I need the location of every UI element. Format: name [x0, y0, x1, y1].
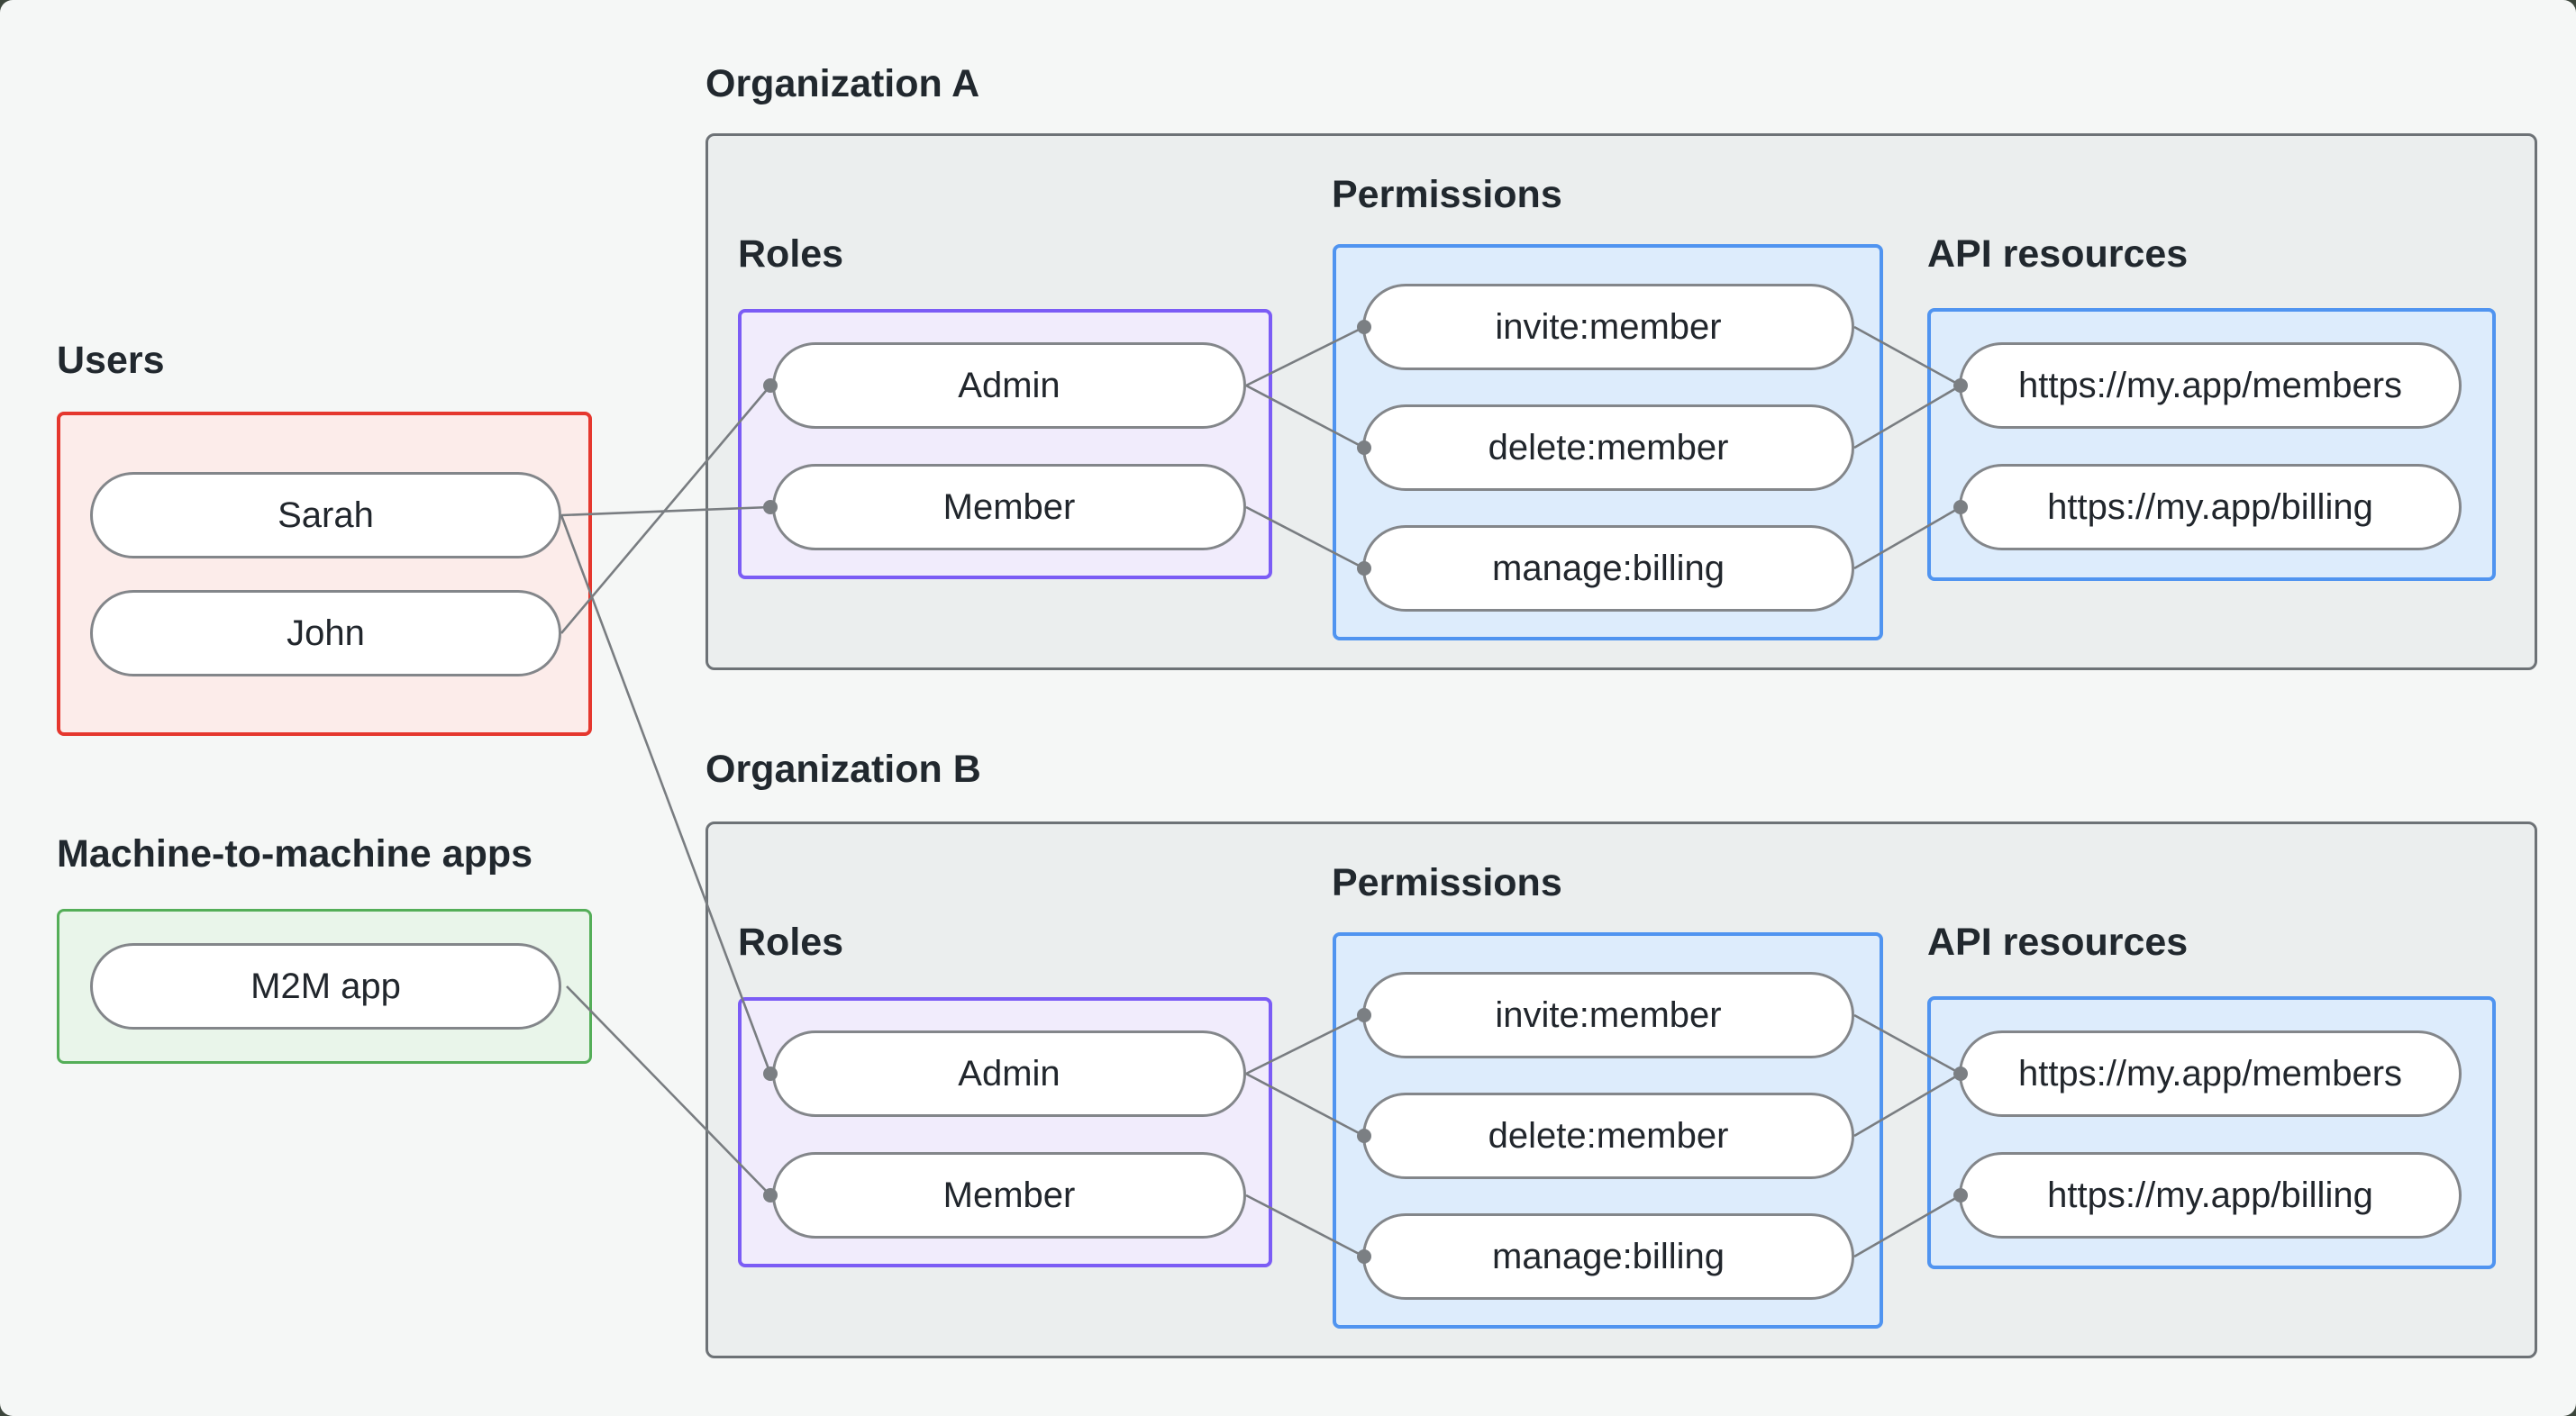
org-b-permissions-label: Permissions: [1332, 861, 1562, 904]
org-a-title: Organization A: [705, 62, 980, 105]
node-m2m-app: M2M app: [90, 943, 561, 1030]
m2m-title: Machine-to-machine apps: [57, 832, 533, 876]
org-b-api-label: API resources: [1927, 921, 2189, 964]
node-org-b-role-admin: Admin: [772, 1030, 1246, 1117]
node-user-sarah: Sarah: [90, 472, 561, 558]
node-org-b-perm-manage: manage:billing: [1362, 1213, 1854, 1300]
org-a-roles-label: Roles: [738, 232, 844, 276]
org-a-api-label: API resources: [1927, 232, 2189, 276]
node-org-a-api-billing: https://my.app/billing: [1959, 464, 2462, 550]
node-org-b-api-members: https://my.app/members: [1959, 1030, 2462, 1117]
org-b-roles-label: Roles: [738, 921, 844, 964]
org-a-permissions-label: Permissions: [1332, 173, 1562, 216]
users-group-box: [57, 412, 592, 736]
node-org-a-perm-delete: delete:member: [1362, 404, 1854, 491]
node-org-b-api-billing: https://my.app/billing: [1959, 1152, 2462, 1239]
node-org-a-perm-invite: invite:member: [1362, 284, 1854, 370]
org-b-title: Organization B: [705, 748, 981, 791]
node-org-b-role-member: Member: [772, 1152, 1246, 1239]
node-org-b-perm-delete: delete:member: [1362, 1093, 1854, 1179]
node-org-a-api-members: https://my.app/members: [1959, 342, 2462, 429]
node-org-a-role-member: Member: [772, 464, 1246, 550]
node-user-john: John: [90, 590, 561, 676]
node-org-a-role-admin: Admin: [772, 342, 1246, 429]
node-org-a-perm-manage: manage:billing: [1362, 525, 1854, 612]
users-title: Users: [57, 339, 165, 382]
node-org-b-perm-invite: invite:member: [1362, 972, 1854, 1058]
